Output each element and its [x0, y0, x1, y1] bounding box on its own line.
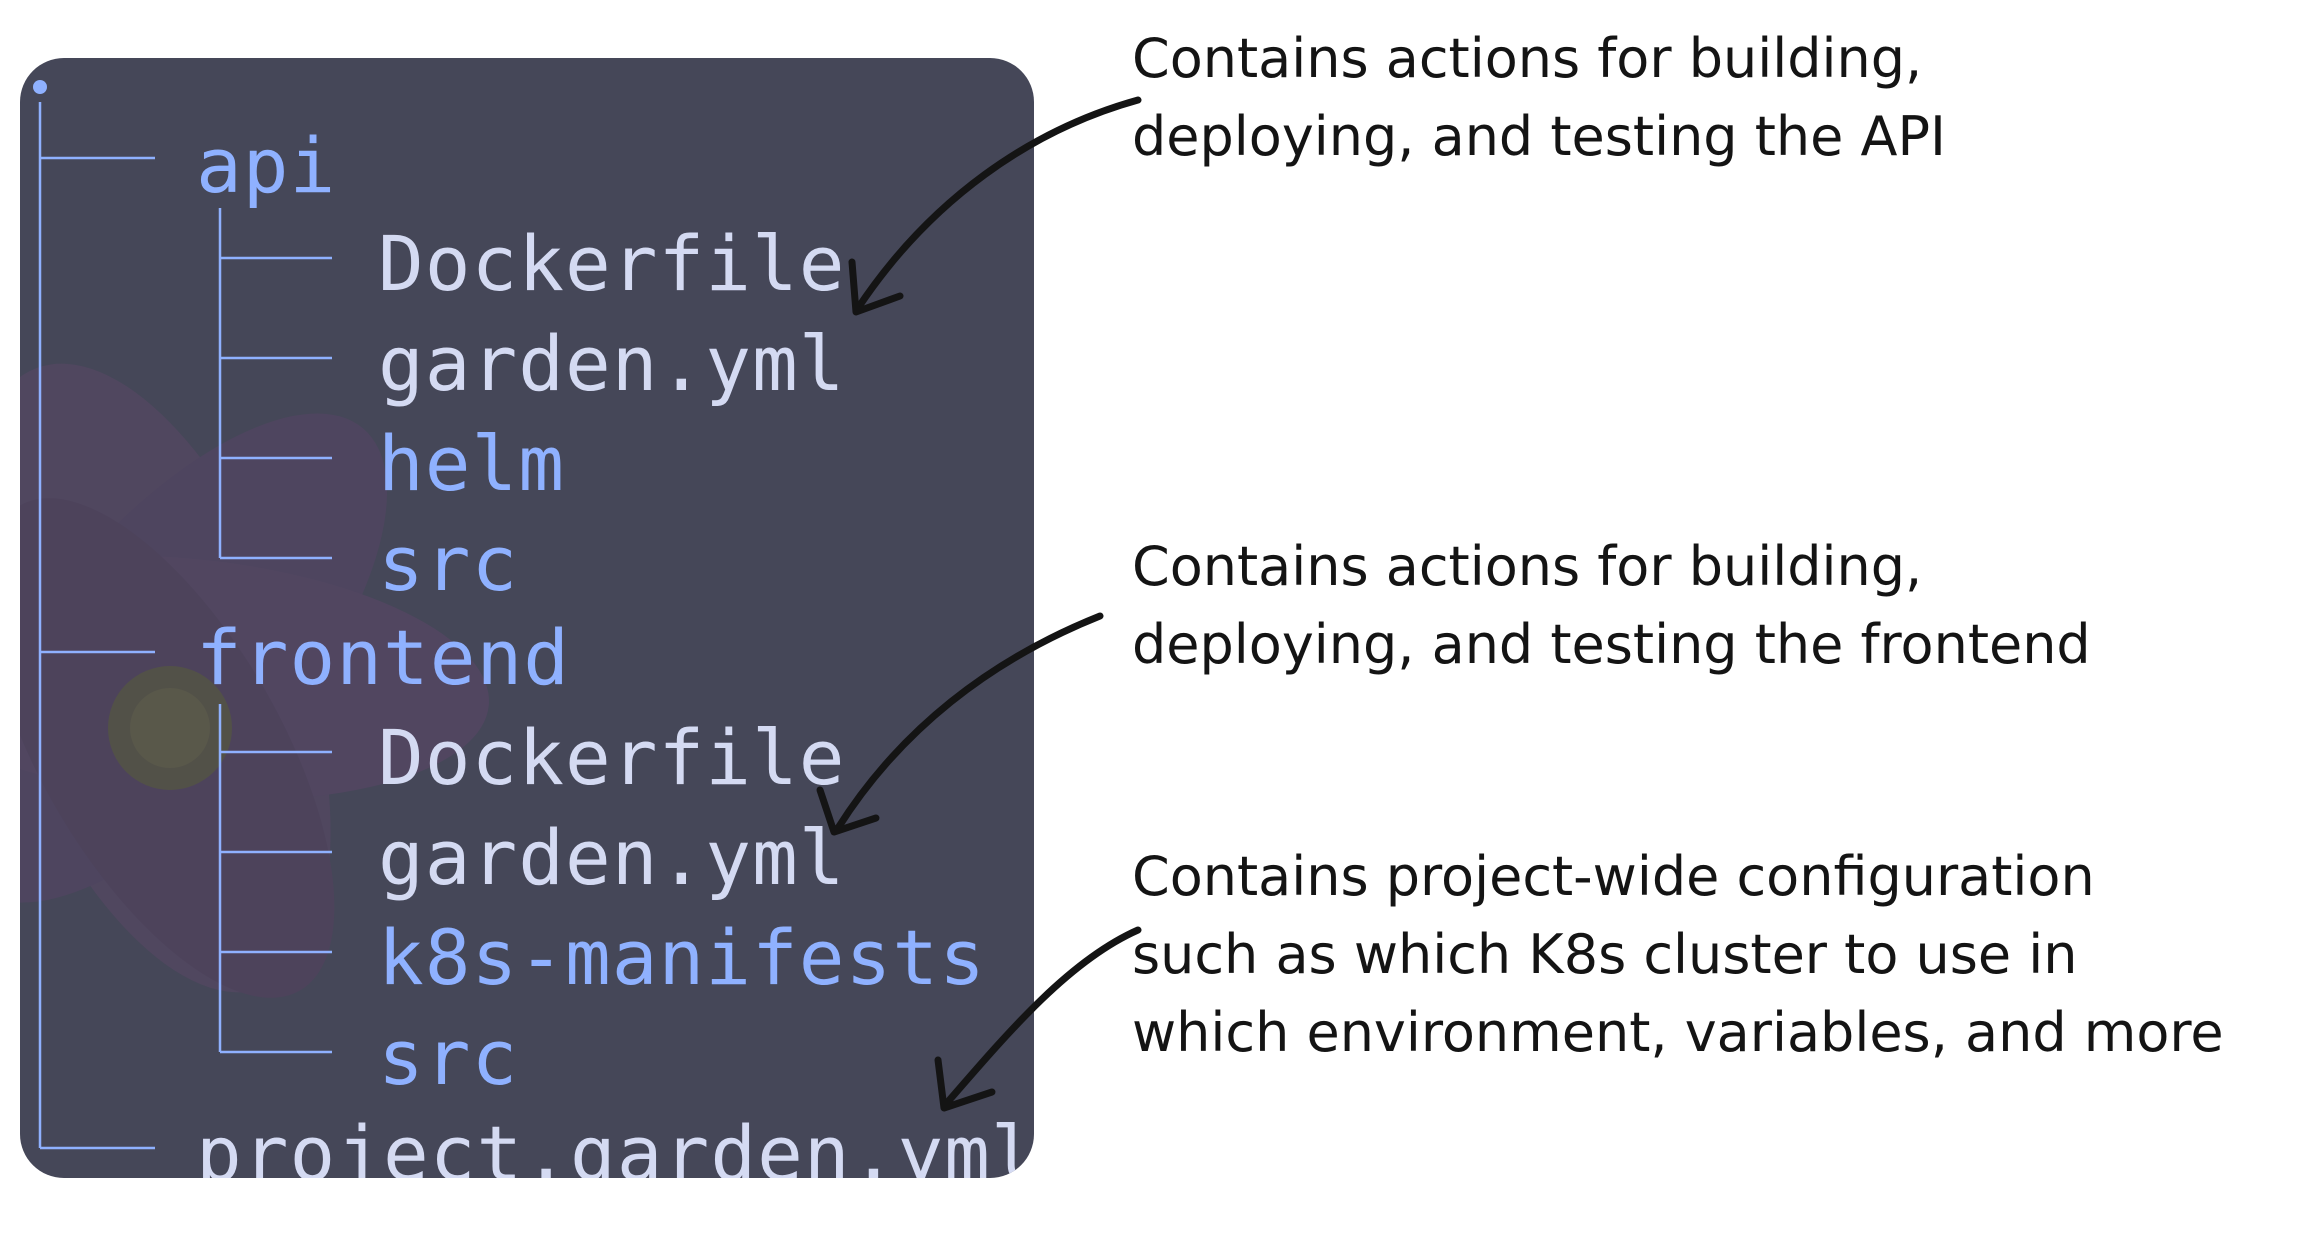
- annotation-line: Contains actions for building,: [1132, 535, 1923, 598]
- tree-dir-api[interactable]: api: [196, 121, 337, 210]
- arrow-to-frontend-garden-yml: [834, 612, 1104, 832]
- flower-background-icon: [20, 363, 489, 998]
- annotation-api: Contains actions for building, deploying…: [1132, 20, 1946, 176]
- tree-file-dockerfile[interactable]: Dockerfile: [378, 713, 846, 802]
- annotation-line: deploying, and testing the frontend: [1132, 613, 2091, 676]
- annotation-line: which environment, variables, and more: [1132, 1001, 2224, 1064]
- annotation-frontend: Contains actions for building, deploying…: [1132, 528, 2091, 684]
- tree-dir-src[interactable]: src: [378, 519, 519, 608]
- tree-file-garden-yml[interactable]: garden.yml: [378, 319, 846, 408]
- tree-file-dockerfile[interactable]: Dockerfile: [378, 219, 846, 308]
- tree-root-dot: [33, 80, 47, 94]
- tree-dir-frontend[interactable]: frontend: [196, 613, 571, 702]
- tree-dir-helm[interactable]: helm: [378, 419, 566, 508]
- file-tree-panel: api Dockerfile garden.yml helm src front…: [20, 58, 1034, 1178]
- arrow-to-project-garden-yml: [942, 926, 1142, 1108]
- tree-dir-src[interactable]: src: [378, 1013, 519, 1102]
- tree-file-garden-yml[interactable]: garden.yml: [378, 813, 846, 902]
- annotation-line: deploying, and testing the API: [1132, 105, 1946, 168]
- annotation-line: such as which K8s cluster to use in: [1132, 923, 2078, 986]
- annotation-line: Contains actions for building,: [1132, 27, 1923, 90]
- annotation-line: Contains project-wide configuration: [1132, 845, 2095, 908]
- arrow-to-api-garden-yml: [854, 96, 1142, 312]
- tree-file-project-garden-yml[interactable]: project.garden.yml: [196, 1109, 1034, 1179]
- tree-connector-lines: [38, 102, 332, 1150]
- annotation-project: Contains project-wide configuration such…: [1132, 838, 2224, 1072]
- tree-dir-k8s-manifests[interactable]: k8s-manifests: [378, 913, 986, 1002]
